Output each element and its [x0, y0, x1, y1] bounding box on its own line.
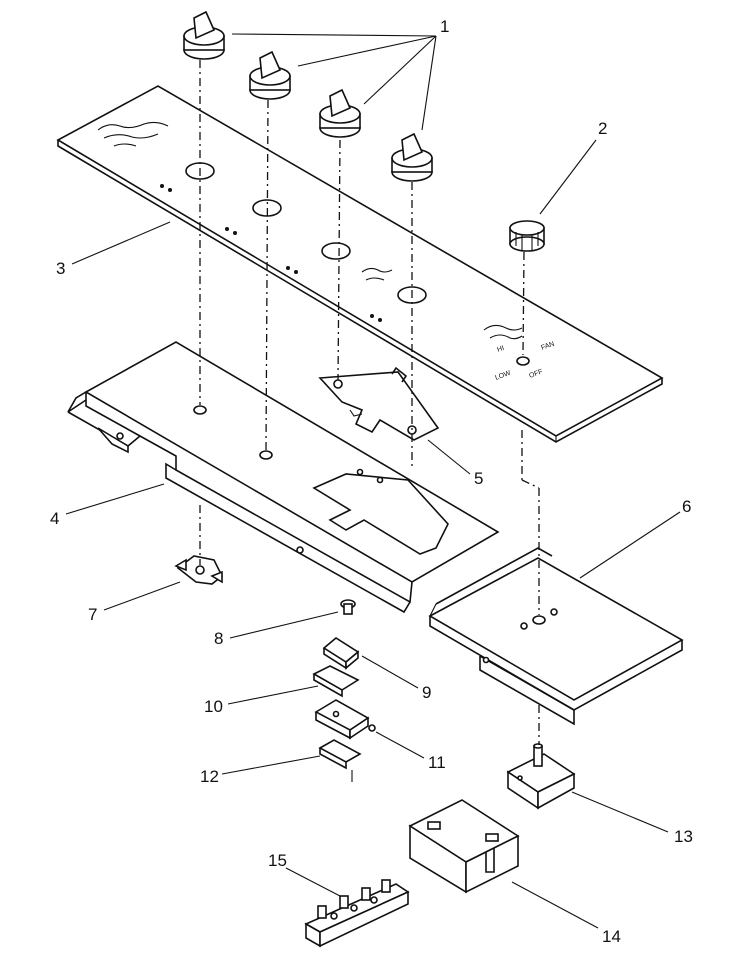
callout-label: 8: [214, 629, 223, 648]
knob-hole: [321, 242, 351, 260]
bracket-part-9: [322, 637, 360, 670]
knob-part-1: [183, 10, 433, 182]
callout-label: 15: [268, 851, 287, 870]
knob: [249, 50, 291, 100]
callout-label: 13: [674, 827, 693, 846]
callout-label: 12: [200, 767, 219, 786]
callout-label: 7: [88, 605, 97, 624]
callout-label: 3: [56, 259, 65, 278]
callout-label: 1: [440, 17, 449, 36]
panel-logo-marking: [97, 121, 523, 340]
mounting-plate-part-6: [428, 547, 684, 726]
callout-label: 10: [204, 697, 223, 716]
callout-label: 2: [598, 119, 607, 138]
knob: [319, 88, 361, 138]
plate-part-12: [318, 739, 362, 782]
callout-label: 4: [50, 509, 59, 528]
fan-knob-part-2: [509, 220, 545, 252]
screw-part-8: [340, 599, 356, 615]
assembly-centerlines: [199, 60, 540, 745]
fan-fan-marking: FAN: [540, 341, 555, 352]
panel-dot-markings: [160, 184, 382, 322]
terminal-block-part-14: [408, 799, 520, 894]
fan-off-marking: OFF: [528, 369, 544, 380]
fan-switch-part-13: [506, 743, 576, 810]
callout-label: 14: [602, 927, 621, 946]
callout-leaders: [65, 33, 681, 929]
knob: [391, 132, 433, 182]
callout-label: 11: [428, 753, 446, 772]
mounting-bracket-part-4: [67, 341, 500, 614]
clip-part-7: [174, 555, 224, 585]
fan-hi-marking: HI: [496, 345, 505, 354]
bracket-part-11: [314, 699, 376, 740]
fan-switch-hole: [516, 356, 530, 366]
callout-label: 6: [682, 497, 691, 516]
plate-part-10: [312, 665, 360, 698]
callout-label: 5: [474, 469, 483, 488]
callout-label: 9: [422, 683, 431, 702]
knob: [183, 10, 225, 60]
callout-numbers: 1 2 3 4 5 6 7 8 9 10 11 12 13 14 15: [50, 17, 693, 946]
terminal-strip-part-15: [304, 879, 410, 948]
